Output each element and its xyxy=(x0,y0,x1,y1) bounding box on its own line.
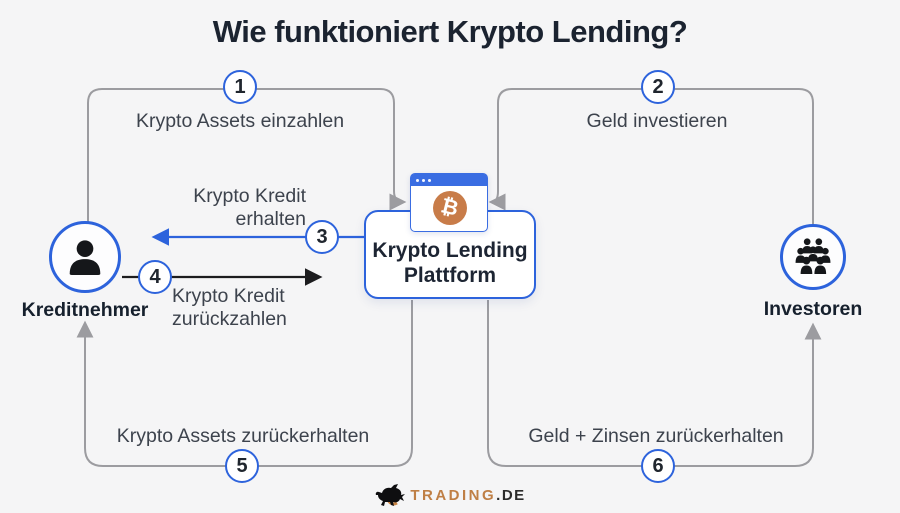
flow-3-label: Krypto Kredit erhalten xyxy=(193,185,306,230)
browser-window-icon: ₿ xyxy=(410,173,488,232)
step-badge-5: 5 xyxy=(225,449,259,483)
step-badge-4: 4 xyxy=(138,260,172,294)
person-icon xyxy=(69,240,101,276)
brand-text: TRADING.DE xyxy=(410,486,526,504)
investors-node xyxy=(780,224,846,290)
footer-brand: TRADING.DE xyxy=(0,483,900,507)
browser-titlebar xyxy=(411,174,487,186)
flow-2-label: Geld investieren xyxy=(586,110,728,132)
people-group-icon xyxy=(795,238,831,274)
flow-2-path xyxy=(488,88,814,225)
flow-5-label: Krypto Assets zurückerhalten xyxy=(116,425,370,447)
investors-label: Investoren xyxy=(763,298,863,320)
step-badge-1: 1 xyxy=(223,70,257,104)
step-badge-6: 6 xyxy=(641,449,675,483)
bull-icon xyxy=(376,484,406,506)
step-badge-3: 3 xyxy=(305,220,339,254)
flow-1-label: Krypto Assets einzahlen xyxy=(135,110,345,132)
flow-6-label: Geld + Zinsen zurückerhalten xyxy=(528,425,784,447)
step-badge-2: 2 xyxy=(641,70,675,104)
flow-4-label: Krypto Kredit zurückzahlen xyxy=(172,285,287,330)
page-title: Wie funktioniert Krypto Lending? xyxy=(212,14,688,49)
bitcoin-icon: ₿ xyxy=(433,191,467,225)
borrower-label: Kreditnehmer xyxy=(21,299,149,321)
flow-1-path xyxy=(87,88,407,222)
platform-name: Krypto Lending Plattform xyxy=(372,239,528,287)
borrower-node xyxy=(49,221,121,293)
